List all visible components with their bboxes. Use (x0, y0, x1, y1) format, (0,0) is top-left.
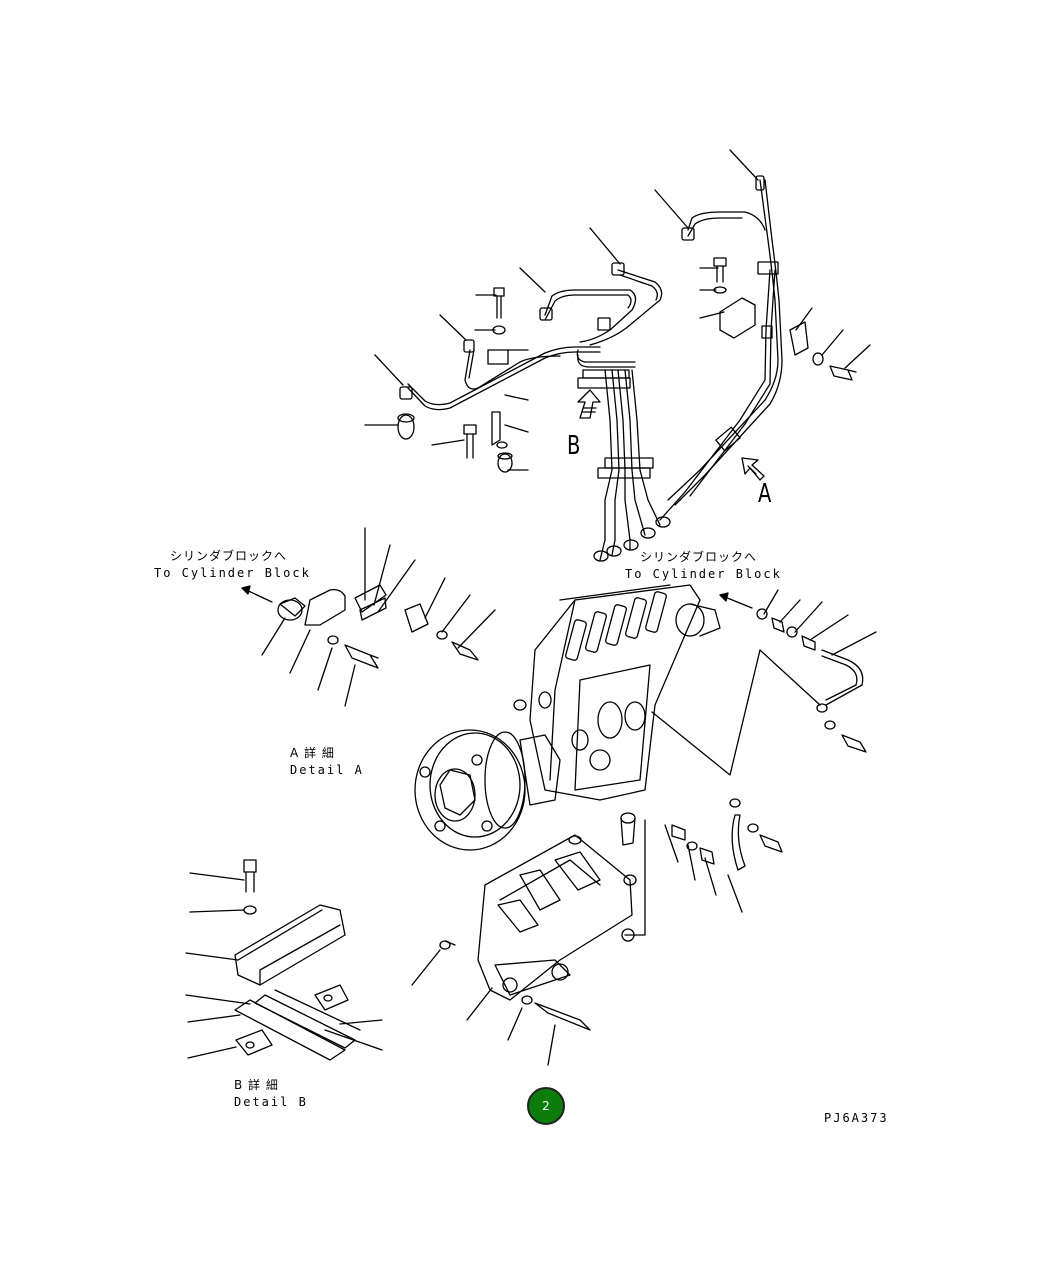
detail-a-title-en: Detail A (290, 763, 364, 777)
pump-bracket (439, 812, 637, 1031)
detail-a-parts (241, 584, 479, 669)
to-cylinder-block-jp-left: シリンダブロックへ (170, 549, 288, 563)
page-number: 2 (542, 1099, 550, 1113)
to-cylinder-block-jp-right: シリンダブロックへ (640, 550, 758, 564)
drive-gear (414, 729, 561, 851)
drawing-code: PJ6A373 (824, 1111, 889, 1125)
view-arrow-b (577, 389, 601, 419)
detail-b-title-en: Detail B (234, 1095, 308, 1109)
page-number-badge[interactable]: 2 (527, 1087, 565, 1125)
detail-a-title-jp: A 詳 細 (290, 746, 335, 760)
detail-b-title-jp: B 詳 細 (234, 1078, 279, 1092)
view-label-a: A (758, 479, 772, 509)
fuel-injection-pipes-left (399, 262, 671, 562)
view-arrow-a (741, 457, 765, 481)
to-cylinder-block-en-right: To Cylinder Block (625, 567, 782, 581)
view-label-b: B (567, 431, 581, 461)
fuel-injection-pipes-right (659, 175, 783, 521)
to-cylinder-block-en-left: To Cylinder Block (154, 566, 311, 580)
right-fittings (671, 592, 867, 871)
upper-hardware (397, 257, 857, 473)
injection-pump (513, 584, 721, 801)
detail-b-parts (234, 859, 361, 1061)
